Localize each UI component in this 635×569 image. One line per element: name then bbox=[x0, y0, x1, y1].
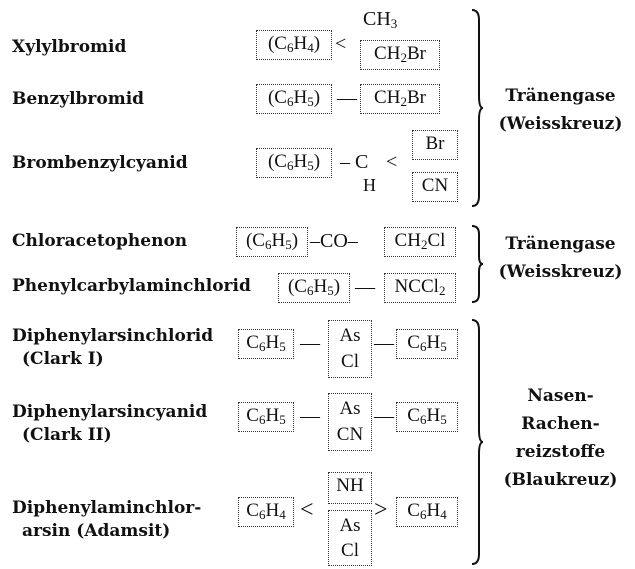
formula-ch3: CH3 bbox=[363, 8, 398, 31]
formula-carbonyl: –CO– bbox=[310, 230, 358, 252]
group-brace-2 bbox=[471, 225, 484, 303]
formula-branch-sign: > bbox=[374, 497, 388, 523]
formula-c6h5-right: C6H5 bbox=[396, 329, 458, 359]
compound-subname-clark-i: (Clark I) bbox=[22, 349, 104, 369]
compound-name-phenylcarbylaminchlorid: Phenylcarbylaminchlorid bbox=[12, 276, 251, 296]
formula-branch-sign: < bbox=[335, 33, 347, 55]
formula-bond-dash: — bbox=[355, 276, 375, 298]
formula-ch2br: CH2Br bbox=[360, 84, 440, 114]
formula-bond-carbon: – C bbox=[340, 151, 369, 173]
formula-bond-dash: — bbox=[374, 405, 394, 427]
compound-name-diphenylarsincyanid: Diphenylarsincyanid bbox=[12, 402, 208, 422]
formula-branch-sign: < bbox=[386, 151, 398, 173]
formula-nh: NH bbox=[328, 472, 372, 504]
group-label-traenengase-2: Tränengase (Weisskreuz) bbox=[498, 234, 623, 282]
compound-name-diphenylarsinchlorid: Diphenylarsinchlorid bbox=[12, 326, 214, 346]
group-label-traenengase-1: Tränengase (Weisskreuz) bbox=[498, 86, 623, 134]
formula-core-c6h5: (C6H5) bbox=[236, 227, 308, 257]
compound-name-benzylbromid: Benzylbromid bbox=[12, 89, 145, 109]
compound-name-brombenzylcyanid: Brombenzylcyanid bbox=[12, 153, 188, 173]
formula-c6h4-left: C6H4 bbox=[238, 497, 294, 527]
formula-c6h5-right: C6H5 bbox=[396, 402, 458, 432]
formula-c6h5-left: C6H5 bbox=[238, 402, 294, 432]
formula-bond-dash: — bbox=[337, 87, 357, 109]
formula-br: Br bbox=[412, 130, 458, 160]
formula-ch2br: CH2Br bbox=[360, 40, 440, 70]
compound-subname-clark-ii: (Clark II) bbox=[22, 425, 112, 445]
compound-name-diphenylaminchlor: Diphenylaminchlor- bbox=[12, 498, 202, 518]
compound-name-xylylbromid: Xylylbromid bbox=[12, 37, 127, 57]
formula-core-c6h5: (C6H5) bbox=[256, 84, 332, 114]
formula-c6h5-left: C6H5 bbox=[238, 329, 294, 359]
group-brace-1 bbox=[471, 9, 484, 207]
group-label-nasen-rachen-reizstoffe: Nasen- Rachen- reizstoffe (Blaukreuz) bbox=[503, 386, 618, 490]
formula-bond-dash: — bbox=[300, 405, 320, 427]
compound-name-chloracetophenon: Chloracetophenon bbox=[12, 231, 188, 251]
formula-branch-sign: < bbox=[300, 497, 314, 523]
formula-bond-dash: — bbox=[300, 332, 320, 354]
formula-c6h4-right: C6H4 bbox=[396, 497, 458, 527]
formula-cn: CN bbox=[412, 172, 458, 202]
formula-bond-dash: — bbox=[374, 332, 394, 354]
compound-subname-adamsit: arsin (Adamsit) bbox=[22, 521, 171, 541]
formula-ch2cl: CH2Cl bbox=[384, 227, 456, 257]
formula-core-c6h5: (C6H5) bbox=[278, 273, 350, 303]
formula-nccl2: NCCl2 bbox=[384, 273, 456, 303]
formula-core-c6h5: (C6H5) bbox=[256, 148, 332, 178]
formula-hydrogen: H bbox=[363, 175, 376, 195]
formula-core-c6h4: (C6H4) bbox=[256, 30, 332, 60]
group-brace-3 bbox=[471, 319, 484, 565]
